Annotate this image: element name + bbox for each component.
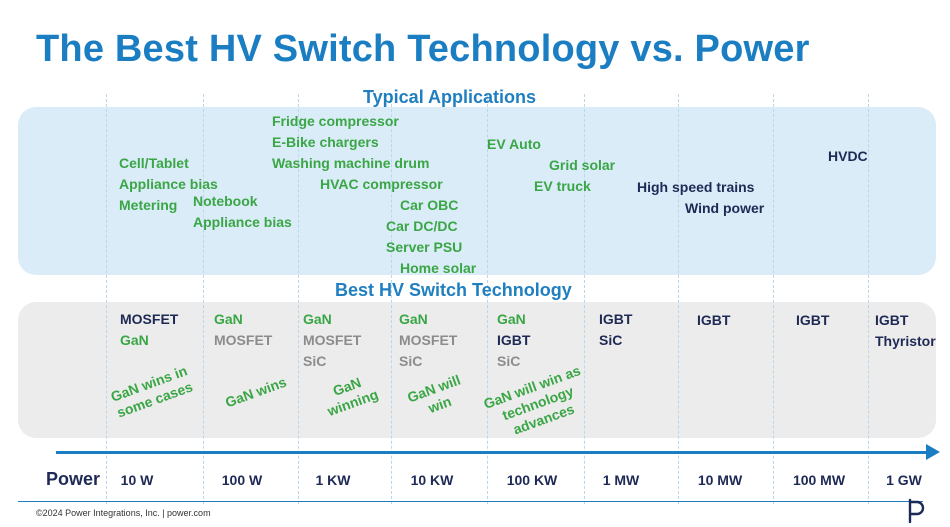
column-divider (868, 94, 869, 504)
axis-tick-label: 10 W (120, 472, 154, 488)
axis-tick-label: 10 MW (697, 472, 743, 488)
applications-panel (18, 107, 936, 275)
axis-tick-label: 1 MW (602, 472, 640, 488)
application-label: Notebook (193, 193, 258, 209)
arrow-right-icon (926, 444, 940, 460)
power-integrations-logo-icon (908, 498, 925, 524)
column-divider (584, 94, 585, 504)
application-label: Wind power (685, 200, 765, 216)
application-label: Fridge compressor (272, 113, 399, 129)
application-label: HVDC (828, 148, 868, 164)
axis-tick-label: 1 KW (315, 472, 351, 488)
axis-tick-label: 100 W (221, 472, 263, 488)
column-divider (106, 94, 107, 504)
application-label: EV truck (534, 178, 591, 194)
column-divider (773, 94, 774, 504)
technology-label: MOSFET (214, 332, 273, 348)
technology-label: MOSFET (120, 311, 179, 327)
technology-label: Thyristor (875, 333, 936, 349)
application-label: E-Bike chargers (272, 134, 379, 150)
application-label: HVAC compressor (320, 176, 443, 192)
application-label: EV Auto (487, 136, 541, 152)
technology-label: SiC (599, 332, 623, 348)
technology-panel (18, 302, 936, 438)
technology-heading: Best HV Switch Technology (335, 280, 572, 300)
technology-label: GaN (214, 311, 243, 327)
application-label: Metering (119, 197, 178, 213)
axis-tick-label: 1 GW (886, 472, 922, 488)
power-axis-label: Power (46, 469, 101, 489)
technology-label: GaN (399, 311, 428, 327)
technology-label: GaN (303, 311, 332, 327)
technology-label: GaN (497, 311, 526, 327)
application-label: Cell/Tablet (119, 155, 189, 171)
technology-label: IGBT (497, 332, 531, 348)
technology-label: SiC (399, 353, 423, 369)
technology-label: IGBT (697, 312, 731, 328)
technology-label: IGBT (796, 312, 830, 328)
application-label: Car DC/DC (386, 218, 458, 234)
technology-label: SiC (497, 353, 521, 369)
application-label: Appliance bias (119, 176, 218, 192)
footer-copyright: ©2024 Power Integrations, Inc. | power.c… (36, 508, 211, 518)
footer-divider (18, 501, 923, 502)
axis-tick-label: 100 KW (506, 472, 558, 488)
technology-label: IGBT (599, 311, 633, 327)
application-label: High speed trains (637, 179, 755, 195)
technology-label: IGBT (875, 312, 909, 328)
application-label: Server PSU (386, 239, 463, 255)
application-label: Appliance bias (193, 214, 292, 230)
column-divider (391, 94, 392, 504)
column-divider (678, 94, 679, 504)
column-divider (298, 94, 299, 504)
column-divider (487, 94, 488, 504)
application-label: Home solar (400, 260, 477, 276)
technology-label: MOSFET (399, 332, 458, 348)
technology-label: MOSFET (303, 332, 362, 348)
application-label: Washing machine drum (272, 155, 430, 171)
applications-heading: Typical Applications (363, 87, 537, 107)
technology-label: SiC (303, 353, 327, 369)
axis-tick-label: 100 MW (792, 472, 846, 488)
technology-label: GaN (120, 332, 149, 348)
application-label: Grid solar (549, 157, 616, 173)
power-axis-line (56, 451, 928, 454)
axis-tick-label: 10 KW (410, 472, 454, 488)
page-title: The Best HV Switch Technology vs. Power (36, 28, 810, 70)
column-divider (203, 94, 204, 504)
application-label: Car OBC (400, 197, 459, 213)
